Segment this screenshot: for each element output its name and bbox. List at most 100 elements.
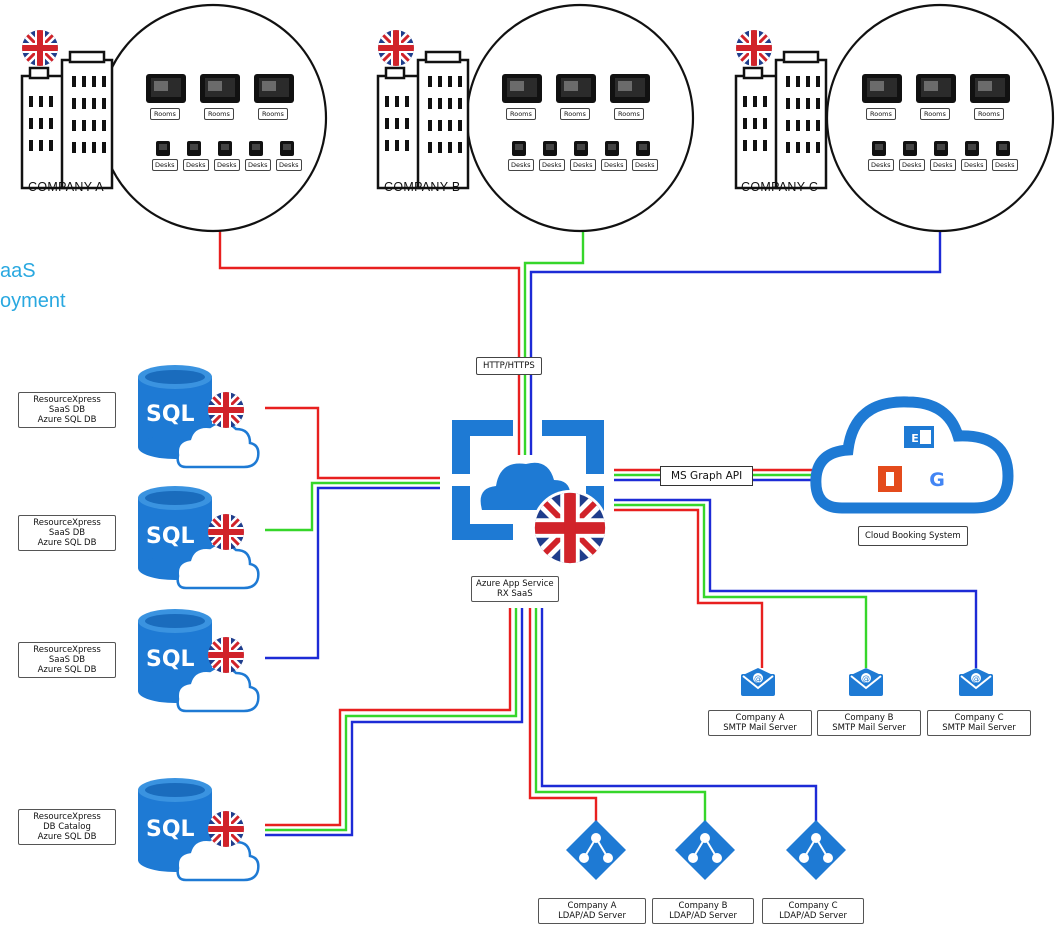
ldap-label-b: Company B LDAP/AD Server xyxy=(652,898,754,924)
side-heading: aaS oyment xyxy=(0,256,66,316)
desk-label: Desks xyxy=(601,159,627,171)
desk-panel-icon xyxy=(543,141,557,156)
desk-label: Desks xyxy=(992,159,1018,171)
db-2-line-3: Azure SQL DB xyxy=(37,538,97,548)
room-label: Rooms xyxy=(866,108,896,120)
desk-label: Desks xyxy=(214,159,240,171)
desk-panel-icon xyxy=(872,141,886,156)
desk-panel-icon xyxy=(903,141,917,156)
desk-panel-icon xyxy=(512,141,526,156)
ldap-a-line-1: Company A xyxy=(567,901,617,911)
room-panel-icon xyxy=(502,74,542,103)
ldap-b-line-1: Company B xyxy=(678,901,728,911)
connection-lines xyxy=(218,230,978,837)
room-panel-icon xyxy=(146,74,186,103)
google-icon: G xyxy=(929,469,945,491)
desk-panel-icon xyxy=(187,141,201,156)
ldap-label-a: Company A LDAP/AD Server xyxy=(538,898,646,924)
room-label: Rooms xyxy=(920,108,950,120)
desk-label: Desks xyxy=(539,159,565,171)
app-service-line-2: RX SaaS xyxy=(496,589,533,599)
room-panel-icon xyxy=(970,74,1010,103)
db-4-line-3: Azure SQL DB xyxy=(37,832,97,842)
db-1-line-1: ResourceXpress xyxy=(33,395,101,405)
side-heading-line-2: oyment xyxy=(0,290,66,312)
sql-label-1: SQL xyxy=(146,402,195,427)
desk-label: Desks xyxy=(961,159,987,171)
mail-icon xyxy=(848,667,884,697)
desk-label: Desks xyxy=(276,159,302,171)
room-panel-icon xyxy=(610,74,650,103)
desk-label: Desks xyxy=(868,159,894,171)
room-panel-icon xyxy=(200,74,240,103)
svg-text:E: E xyxy=(911,432,919,445)
desk-panel-icon xyxy=(156,141,170,156)
desk-panel-icon xyxy=(218,141,232,156)
room-panel-icon xyxy=(862,74,902,103)
smtp-b-line-1: Company B xyxy=(844,713,894,723)
desk-panel-icon xyxy=(605,141,619,156)
ldap-server-icon xyxy=(674,819,736,881)
app-service-label: Azure App Service RX SaaS xyxy=(471,576,559,602)
ldap-server-icon xyxy=(565,819,627,881)
desk-panel-icon xyxy=(934,141,948,156)
db-1-line-2: SaaS DB xyxy=(48,405,86,415)
db-3-line-2: SaaS DB xyxy=(48,655,86,665)
http-label: HTTP/HTTPS xyxy=(476,357,542,375)
desk-panel-icon xyxy=(280,141,294,156)
smtp-b-line-2: SMTP Mail Server xyxy=(832,723,906,733)
db-1-line-3: Azure SQL DB xyxy=(37,415,97,425)
room-label: Rooms xyxy=(614,108,644,120)
app-service-line-1: Azure App Service xyxy=(476,579,554,589)
cloud-icon xyxy=(810,396,1014,514)
sql-label-4: SQL xyxy=(146,817,195,842)
ldap-label-c: Company C LDAP/AD Server xyxy=(762,898,864,924)
db-4-line-1: ResourceXpress xyxy=(33,812,101,822)
desk-label: Desks xyxy=(632,159,658,171)
side-heading-line-1: aaS xyxy=(0,260,36,282)
db-label-2: ResourceXpress SaaS DB Azure SQL DB xyxy=(18,515,116,551)
desk-panel-icon xyxy=(636,141,650,156)
desk-panel-icon xyxy=(996,141,1010,156)
smtp-label-b: Company B SMTP Mail Server xyxy=(817,710,921,736)
desk-label: Desks xyxy=(183,159,209,171)
smtp-a-line-1: Company A xyxy=(735,713,785,723)
db-4-line-2: DB Catalog xyxy=(43,822,91,832)
ldap-b-line-2: LDAP/AD Server xyxy=(669,911,737,921)
room-panel-icon xyxy=(254,74,294,103)
exchange-icon: E xyxy=(904,426,934,448)
room-panel-icon xyxy=(556,74,596,103)
smtp-label-c: Company C SMTP Mail Server xyxy=(927,710,1031,736)
room-label: Rooms xyxy=(560,108,590,120)
ldap-c-line-2: LDAP/AD Server xyxy=(779,911,847,921)
room-label: Rooms xyxy=(150,108,180,120)
desk-panel-icon xyxy=(574,141,588,156)
smtp-label-a: Company A SMTP Mail Server xyxy=(708,710,812,736)
db-3-line-1: ResourceXpress xyxy=(33,645,101,655)
desk-label: Desks xyxy=(508,159,534,171)
ldap-server-icon xyxy=(785,819,847,881)
sql-label-3: SQL xyxy=(146,647,195,672)
db-2-line-1: ResourceXpress xyxy=(33,518,101,528)
room-label: Rooms xyxy=(974,108,1004,120)
ms-graph-api-label: MS Graph API xyxy=(660,466,754,486)
db-label-3: ResourceXpress SaaS DB Azure SQL DB xyxy=(18,642,116,678)
ldap-c-line-1: Company C xyxy=(788,901,838,911)
db-label-4: ResourceXpress DB Catalog Azure SQL DB xyxy=(18,809,116,845)
cloud-booking-label: Cloud Booking System xyxy=(858,526,968,546)
desk-label: Desks xyxy=(152,159,178,171)
sql-label-2: SQL xyxy=(146,524,195,549)
office-icon xyxy=(878,466,902,492)
mail-icon xyxy=(740,667,776,697)
desk-label: Desks xyxy=(570,159,596,171)
smtp-c-line-1: Company C xyxy=(954,713,1004,723)
desk-panel-icon xyxy=(249,141,263,156)
db-label-1: ResourceXpress SaaS DB Azure SQL DB xyxy=(18,392,116,428)
azure-app-service-icon xyxy=(452,420,609,567)
smtp-c-line-2: SMTP Mail Server xyxy=(942,723,1016,733)
desk-label: Desks xyxy=(899,159,925,171)
svg-text:G: G xyxy=(929,469,945,491)
ldap-a-line-2: LDAP/AD Server xyxy=(558,911,626,921)
company-c-name: COMPANY C xyxy=(741,180,819,194)
